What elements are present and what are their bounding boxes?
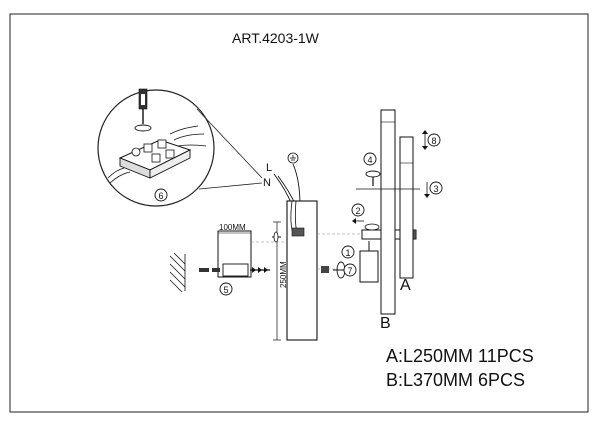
wire-connector: [291, 227, 305, 237]
step-4-number: 4: [367, 155, 372, 165]
bracket-side-view: [222, 263, 249, 277]
top-screw: 4: [363, 152, 381, 186]
spec-b: B:L370MM 6PCS: [386, 370, 526, 390]
rod-a-body: [399, 136, 414, 279]
step-8-number: 8: [431, 136, 436, 146]
detail-leader-top: [196, 108, 263, 179]
step-6-marker: [154, 188, 168, 202]
step-1-marker: [341, 245, 355, 259]
terminal-lugs: L N: [263, 152, 301, 207]
top-screw-icon: [365, 170, 381, 178]
spec-a: A:L250MM 11PCS: [386, 346, 534, 366]
article-number: ART.4203-1W: [232, 30, 319, 46]
step-3-callout: 3: [424, 181, 443, 198]
dim-100-label: 100MM: [219, 223, 246, 232]
step-7-marker: [343, 263, 357, 277]
terminal-block: [118, 139, 192, 179]
fixture-housing: [286, 200, 318, 341]
step-6-number: 6: [158, 191, 163, 201]
spot-cylinder: [359, 250, 379, 283]
wall-section: [169, 252, 186, 293]
dim-250-label: 250MM: [279, 261, 288, 288]
terminal-block-detail: 6: [97, 88, 263, 207]
step-4-marker: [363, 152, 377, 166]
screw-row-icon: [250, 267, 270, 273]
step-5-marker: [219, 282, 233, 296]
wall-mount: 5: [169, 252, 270, 296]
anchor-icon: [199, 268, 220, 272]
step-1-number: 1: [345, 248, 350, 258]
part-a-label: A: [400, 277, 411, 294]
step-7-number: 7: [347, 266, 352, 276]
spot-head: 1: [341, 241, 379, 283]
rod-b: B: [380, 109, 396, 332]
detail-leader-bottom: [198, 182, 263, 190]
screwdriver-icon: [134, 88, 152, 132]
step-2-number: 2: [355, 206, 360, 216]
terminal-l-label: L: [266, 162, 272, 174]
rod-b-body: [380, 109, 396, 315]
knob-assembly: 7: [321, 261, 357, 279]
fixture-body: 250MM: [273, 200, 318, 341]
step-5-number: 5: [223, 285, 228, 295]
step-8-marker: [427, 133, 441, 147]
step-8-callout: 8: [422, 130, 441, 150]
detail-wires: [107, 125, 207, 184]
step-3-marker: [429, 181, 443, 195]
bracket-screw-icon: [272, 231, 281, 243]
rod-a: A: [399, 136, 414, 294]
terminal-n-label: N: [263, 177, 271, 189]
ground-icon: [287, 152, 299, 164]
knob-nut: [321, 266, 329, 273]
step-3-number: 3: [433, 184, 438, 194]
step-2-marker: [351, 203, 365, 217]
part-b-label: B: [380, 315, 391, 332]
drawing-border: [9, 13, 589, 413]
